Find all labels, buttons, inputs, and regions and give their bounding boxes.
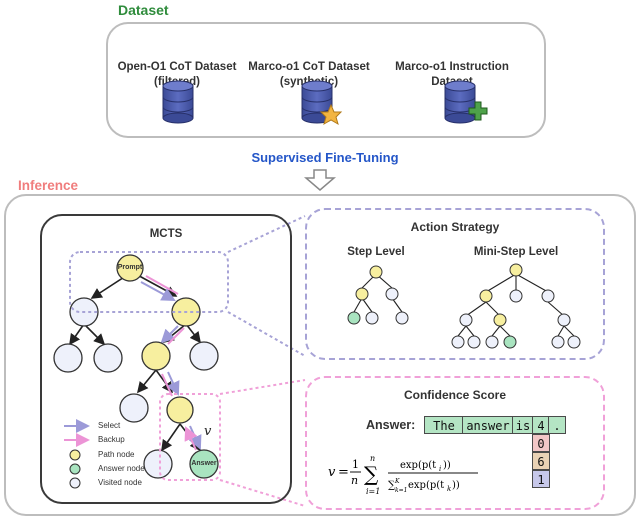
- svg-text:=: =: [338, 465, 349, 480]
- step-level-label: Step Level: [347, 246, 405, 258]
- svg-text:∑: ∑: [364, 462, 379, 486]
- dataset-box: Open-O1 CoT Dataset (filtered) Marco-o1 …: [106, 22, 546, 138]
- visited-node: [119, 393, 149, 423]
- legend-answer-node: Answer node: [98, 464, 145, 473]
- answer-token: is: [512, 416, 534, 434]
- step-callout-frame: [69, 251, 229, 313]
- answer-node: [189, 449, 219, 479]
- plus-icon: [468, 101, 488, 121]
- svg-text:exp(p(t: exp(p(t: [408, 480, 444, 491]
- sft-label: Supervised Fine-Tuning: [251, 150, 399, 165]
- confidence-score-panel: [305, 376, 605, 510]
- probability-cell: 1: [532, 470, 550, 488]
- svg-text:n: n: [351, 474, 358, 487]
- mcts-panel: [40, 214, 292, 504]
- probability-cell: 0: [532, 434, 550, 452]
- visited-node: [189, 341, 219, 371]
- inference-box: [4, 194, 636, 516]
- answer-token: .: [548, 416, 566, 434]
- action-strategy-panel: [305, 208, 605, 360]
- mcts-title: MCTS: [149, 228, 183, 240]
- visited-node: [143, 449, 173, 479]
- legend-select: Select: [98, 421, 121, 430]
- svg-text:k: k: [447, 485, 451, 493]
- legend-path-node: Path node: [98, 450, 135, 459]
- database-icon: [444, 80, 476, 124]
- svg-text:K: K: [394, 478, 400, 485]
- prompt-node-label: Prompt: [117, 264, 143, 271]
- svg-text:n: n: [370, 454, 375, 463]
- answer-node-label: Answer: [191, 460, 217, 467]
- svg-text:1: 1: [352, 458, 359, 471]
- svg-text:i: i: [439, 465, 441, 473]
- value-symbol: v: [204, 424, 212, 439]
- path-node: [166, 396, 194, 424]
- action-strategy-title: Action Strategy: [410, 220, 500, 234]
- answer-callout-frame: [159, 393, 221, 481]
- database-icon: [162, 80, 194, 124]
- answer-label: Answer:: [366, 418, 416, 432]
- svg-text:i=1: i=1: [366, 487, 380, 496]
- legend-visited-node: Visited node: [98, 478, 142, 487]
- prompt-node: [116, 254, 144, 282]
- answer-token: The: [424, 416, 464, 434]
- dataset-label-open-o1: Open-O1 CoT Dataset (filtered): [117, 61, 237, 88]
- answer-token: answer: [462, 416, 514, 434]
- svg-text:exp(p(t: exp(p(t: [400, 460, 436, 471]
- probability-cell: 6: [532, 452, 550, 470]
- confidence-score-title: Confidence Score: [403, 388, 507, 402]
- mini-step-level-label: Mini-Step Level: [473, 246, 559, 258]
- svg-text:)): )): [443, 460, 451, 471]
- legend-backup: Backup: [98, 435, 125, 444]
- svg-text:k=1: k=1: [395, 487, 407, 494]
- path-node: [141, 341, 171, 371]
- star-icon: [319, 103, 343, 126]
- svg-text:∑: ∑: [388, 480, 396, 491]
- visited-node: [93, 343, 123, 373]
- svg-text:v: v: [328, 465, 336, 480]
- svg-text:)): )): [452, 480, 460, 491]
- visited-node: [53, 343, 83, 373]
- down-arrow-icon: [303, 169, 337, 191]
- confidence-formula: v = 1 n ∑ n i=1 exp(p(t i )) ∑ K k=1 exp…: [328, 450, 528, 508]
- dataset-title: Dataset: [118, 2, 169, 18]
- inference-title: Inference: [18, 178, 79, 193]
